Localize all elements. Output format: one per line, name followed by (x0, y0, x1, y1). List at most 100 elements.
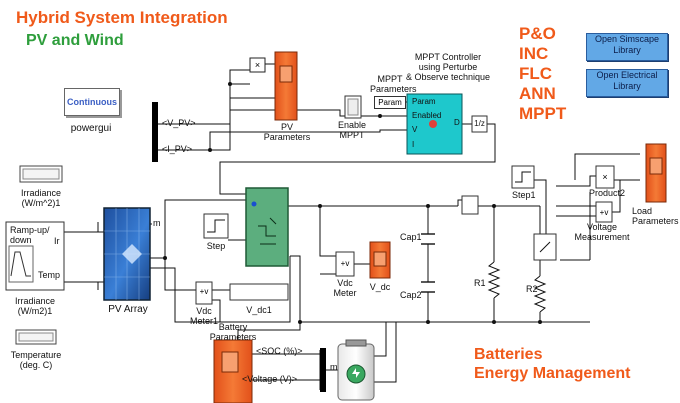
label-line: Measurement (574, 232, 630, 242)
pv-array-block (103, 207, 151, 301)
ramp-block-label: Irradiance (W/m2)1 (4, 296, 66, 316)
load-parameters-block (645, 143, 667, 203)
button-label: Library (613, 45, 641, 55)
i-pv-signal-label: <I_PV> (162, 144, 193, 154)
battery-bus-selector (320, 348, 326, 392)
step1-label: Step1 (512, 190, 536, 200)
label-line: Irradiance (20, 188, 62, 198)
vdc-meter1-label: Vdc Meter1 (186, 306, 222, 326)
battery-block (337, 339, 375, 401)
r2-resistor (533, 275, 547, 313)
r2-label: R2 (526, 284, 538, 294)
page-title: Hybrid System Integration (16, 8, 228, 27)
label-line: Enable (337, 120, 367, 130)
mppt-port-v: V (412, 125, 418, 134)
label-line: Meter1 (189, 316, 218, 326)
label-line: Vdc (196, 306, 212, 316)
label-line: (W/m2)1 (17, 306, 53, 316)
bus-selector (152, 102, 158, 162)
capacitor-symbols (421, 233, 435, 293)
step-label: Step (206, 241, 226, 251)
cap1-label: Cap1 (400, 232, 422, 242)
unit-delay-text: 1/z (474, 119, 485, 128)
label-line: Parameters (263, 132, 311, 142)
label-line: Voltage (586, 222, 618, 232)
load-parameters-label: Load Parameters (632, 206, 680, 226)
mppt-title: MPPT Controller using Perturbe & Observe… (398, 52, 498, 82)
v-pv-signal-label: <V_PV> (162, 118, 196, 128)
pv-array-label: PV Array (108, 304, 148, 315)
pv-port-m: m (153, 218, 161, 228)
battery-port-m: m (330, 362, 338, 372)
voltage-measurement-block: +v (595, 201, 613, 223)
label-line: (deg. C) (19, 360, 53, 370)
product2-label: Product2 (588, 188, 626, 198)
label-line: & Observe technique (405, 72, 491, 82)
open-electrical-library-button[interactable]: Open Electrical Library (586, 69, 668, 97)
step1-block (511, 165, 535, 189)
label-line: Temperature (10, 350, 62, 360)
svg-text:×: × (602, 172, 607, 182)
open-simscape-library-button[interactable]: Open Simscape Library (586, 33, 668, 61)
vdc-meter-label: Vdc Meter (326, 278, 364, 298)
label-line: using Perturbe (418, 62, 478, 72)
algorithm-list: P&O INC FLC ANN MPPT (519, 24, 566, 124)
sum-block (461, 195, 479, 215)
powergui-block[interactable]: Continuous (64, 88, 120, 116)
r1-resistor (487, 261, 501, 299)
pv-port-temp: Temp (38, 270, 61, 280)
temperature-display-icon (15, 329, 57, 345)
unit-delay-block (471, 115, 488, 133)
label-line: Irradiance (14, 296, 56, 306)
label-line: Meter (333, 288, 357, 298)
battery-parameters-block (213, 339, 253, 403)
battery-parameters-label: Battery Parameters (203, 322, 263, 342)
label-line: MPPT (339, 130, 365, 140)
mppt-port-param: Param (412, 97, 436, 106)
breaker-block (533, 233, 557, 261)
button-label: Open Electrical (596, 70, 658, 80)
enable-mppt-label: Enable MPPT (332, 120, 372, 140)
svg-text:+v: +v (341, 259, 350, 268)
soc-signal-label: <SOC (%)> (256, 346, 303, 356)
pv-port-ir: Ir (54, 236, 60, 246)
powergui-label: powergui (70, 123, 112, 134)
mppt-controller-block (406, 93, 463, 155)
powergui-text: Continuous (67, 97, 117, 107)
irradiance-scope-label: Irradiance (W/m^2)1 (12, 188, 70, 208)
step-block (203, 213, 229, 239)
energy-management-heading: Energy Management (474, 365, 631, 382)
mppt-param-tag: Param (374, 96, 406, 109)
pv-parameters-block (274, 51, 298, 121)
label-line: down (10, 235, 32, 245)
vdc-meter-block: +v (335, 251, 355, 277)
algorithm-item: ANN (519, 84, 556, 103)
button-label: Open Simscape (594, 34, 660, 44)
algorithm-item: MPPT (519, 104, 567, 123)
button-label: Library (613, 81, 641, 91)
page-subtitle: PV and Wind (26, 32, 124, 49)
label-line: Battery (218, 322, 248, 332)
label-line: PV (280, 122, 293, 132)
voltage-signal-label: <Voltage (V)> (242, 374, 298, 384)
pv-parameters-label: PV Parameters (262, 122, 312, 142)
label-line: MPPT Controller (414, 52, 482, 62)
mppt-port-enabled: Enabled (412, 111, 442, 120)
label-line: Vdc (337, 278, 353, 288)
voltage-measurement-label: Voltage Measurement (572, 222, 632, 242)
r1-label: R1 (474, 278, 486, 288)
ramp-block-icon (5, 221, 65, 291)
enable-mppt-constant (344, 95, 362, 119)
temperature-label: Temperature (deg. C) (6, 350, 66, 370)
algorithm-item: P&O (519, 24, 556, 43)
label-line: Parameters (632, 216, 679, 226)
label-line: (W/m^2)1 (21, 198, 61, 208)
ramp-block-text: Ramp-up/ down (10, 225, 50, 245)
irradiance-scope-icon (19, 165, 63, 183)
wire-junctions (163, 82, 542, 324)
label-line: Ramp-up/ (10, 225, 50, 235)
v-dc1-display (229, 283, 289, 301)
svg-text:+v: +v (600, 208, 609, 217)
